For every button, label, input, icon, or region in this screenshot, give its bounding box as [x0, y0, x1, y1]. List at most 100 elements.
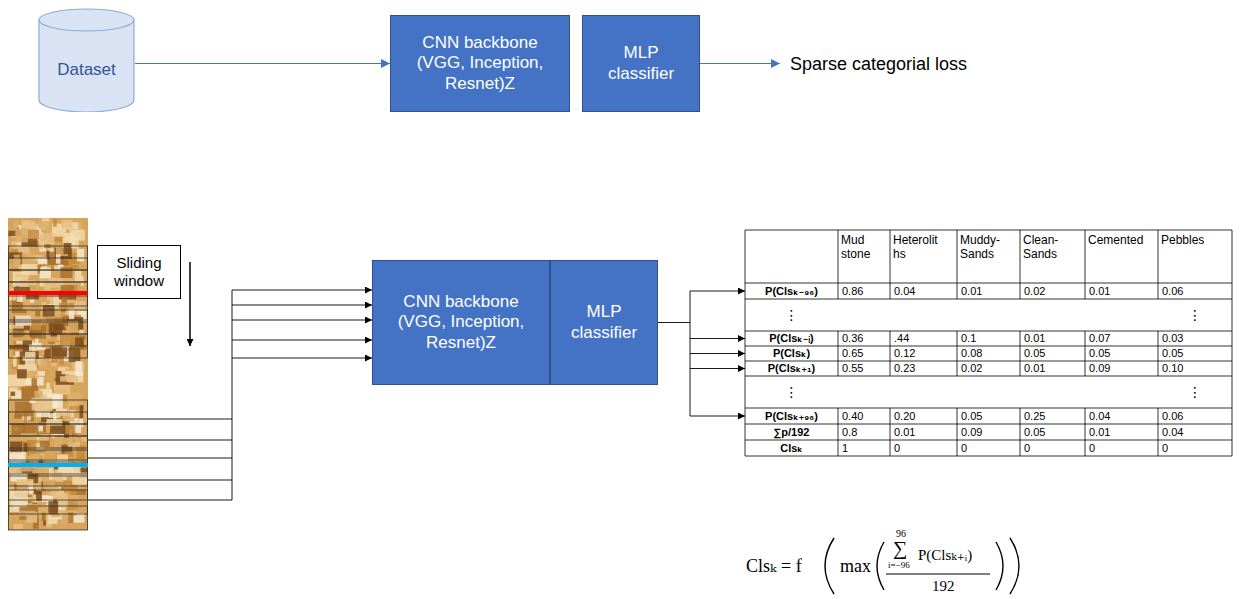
- core-texture: [43, 480, 55, 490]
- core-texture: [14, 427, 19, 430]
- table-rule: [745, 408, 1232, 409]
- core-texture: [66, 326, 71, 335]
- node-text: Dataset: [44, 60, 129, 80]
- table-rule: [1232, 230, 1233, 283]
- table-rule: [1085, 424, 1086, 440]
- window-frame: [9, 334, 88, 358]
- cylinder-top: [39, 9, 134, 31]
- cylinder-body: [39, 20, 134, 112]
- table-rule: [745, 424, 746, 440]
- core-texture: [57, 438, 72, 445]
- table-rule: [745, 346, 1232, 347]
- table-cell: 0.03: [1158, 331, 1232, 346]
- table-cell: 0.10: [1158, 361, 1232, 376]
- loss-label: Sparse categorial loss: [790, 52, 967, 76]
- table-rule: [745, 230, 1232, 231]
- table-rule: [745, 376, 1232, 377]
- core-texture: [9, 387, 18, 396]
- core-texture: [59, 510, 77, 516]
- window-frame: [9, 282, 88, 306]
- core-texture: [75, 270, 82, 281]
- table-rule: [1085, 361, 1086, 376]
- table-cell: 0.40: [838, 408, 890, 424]
- table-rule: [1232, 283, 1233, 299]
- core-texture: [49, 323, 62, 334]
- node-text: MLP classifier: [557, 302, 651, 343]
- formula-term: ∑: [893, 537, 907, 560]
- table-rule: [1020, 331, 1021, 346]
- core-texture: [29, 345, 35, 351]
- core-texture: [60, 267, 72, 278]
- process-box: CNN backbone (VGG, Inception, Resnet)Z: [372, 260, 550, 385]
- table-cell: 0.05: [1085, 346, 1158, 361]
- core-texture: [36, 374, 39, 379]
- core-texture: [53, 219, 57, 227]
- table-rule: [1020, 424, 1021, 440]
- table-cell: 0.01: [1085, 283, 1158, 299]
- core-ground: [8, 218, 88, 530]
- note-box: Sliding window: [97, 245, 181, 299]
- table-cell: 0.08: [957, 346, 1020, 361]
- window-frame: [9, 476, 88, 500]
- table-rule: [957, 331, 958, 346]
- table-rule: [1158, 424, 1159, 440]
- table-rule: [838, 361, 839, 376]
- table-cell: 0.04: [1085, 408, 1158, 424]
- window-frame: [9, 490, 88, 514]
- table-rule: [1020, 440, 1021, 456]
- core-texture: [28, 230, 39, 239]
- table-grid: [745, 230, 1232, 456]
- table-header: Mud stone: [841, 233, 870, 261]
- window-frame: [9, 462, 88, 486]
- core-texture: [15, 316, 30, 326]
- table-header: Muddy- Sands: [960, 233, 1000, 261]
- table-rule: [1158, 283, 1159, 299]
- core-texture: [75, 338, 83, 346]
- table-rule: [838, 346, 839, 361]
- table-cell: 0.12: [890, 346, 957, 361]
- dataset-cylinder: Dataset: [38, 8, 135, 112]
- table-header: Heterolit hs: [893, 233, 938, 261]
- core-texture: [77, 249, 84, 262]
- table-cell: 0.23: [890, 361, 957, 376]
- table-rule: [890, 230, 891, 283]
- table-cell: 0.07: [1085, 331, 1158, 346]
- output-arrow: [700, 63, 780, 64]
- table-rule: [1232, 299, 1233, 331]
- table-rule: [1085, 346, 1086, 361]
- connector-arrow: [135, 63, 390, 64]
- table-rule: [1158, 230, 1159, 283]
- row-label: P(Clsₖ₊₁): [745, 361, 838, 376]
- table-cell: 0.02: [957, 361, 1020, 376]
- core-texture: [62, 516, 67, 524]
- formula-term: 192: [932, 578, 955, 595]
- row-label: P(Clsₖ₋ᵢ): [745, 331, 838, 346]
- core-texture: [36, 359, 40, 366]
- table-rule: [890, 361, 891, 376]
- table-cell: 0.1: [957, 331, 1020, 346]
- table-cell: 1: [838, 440, 890, 456]
- table-rule: [890, 408, 891, 424]
- core-texture: [64, 417, 74, 421]
- table-cell: 0.04: [890, 283, 957, 299]
- row-feed-arrow: [690, 338, 745, 339]
- table-rule: [957, 346, 958, 361]
- table-rule: [745, 283, 1232, 284]
- table-cell: 0.02: [1020, 283, 1085, 299]
- table-rule: [838, 331, 839, 346]
- connector-layer: [135, 63, 390, 64]
- core-texture: [14, 415, 22, 419]
- core-texture: [60, 376, 78, 381]
- row-label: Clsₖ: [745, 440, 838, 456]
- red-marker: [8, 291, 88, 295]
- table-rule: [890, 424, 891, 440]
- table-cell: 0.05: [1158, 346, 1232, 361]
- table-rule: [1158, 361, 1159, 376]
- table-rule: [1158, 331, 1159, 346]
- row-label: ∑p/192: [745, 424, 838, 440]
- window-feed-lines: [88, 290, 372, 500]
- table-rule: [838, 283, 839, 299]
- core-texture: [61, 260, 69, 265]
- process-box: MLP classifier: [582, 15, 700, 112]
- table-rule: [838, 408, 839, 424]
